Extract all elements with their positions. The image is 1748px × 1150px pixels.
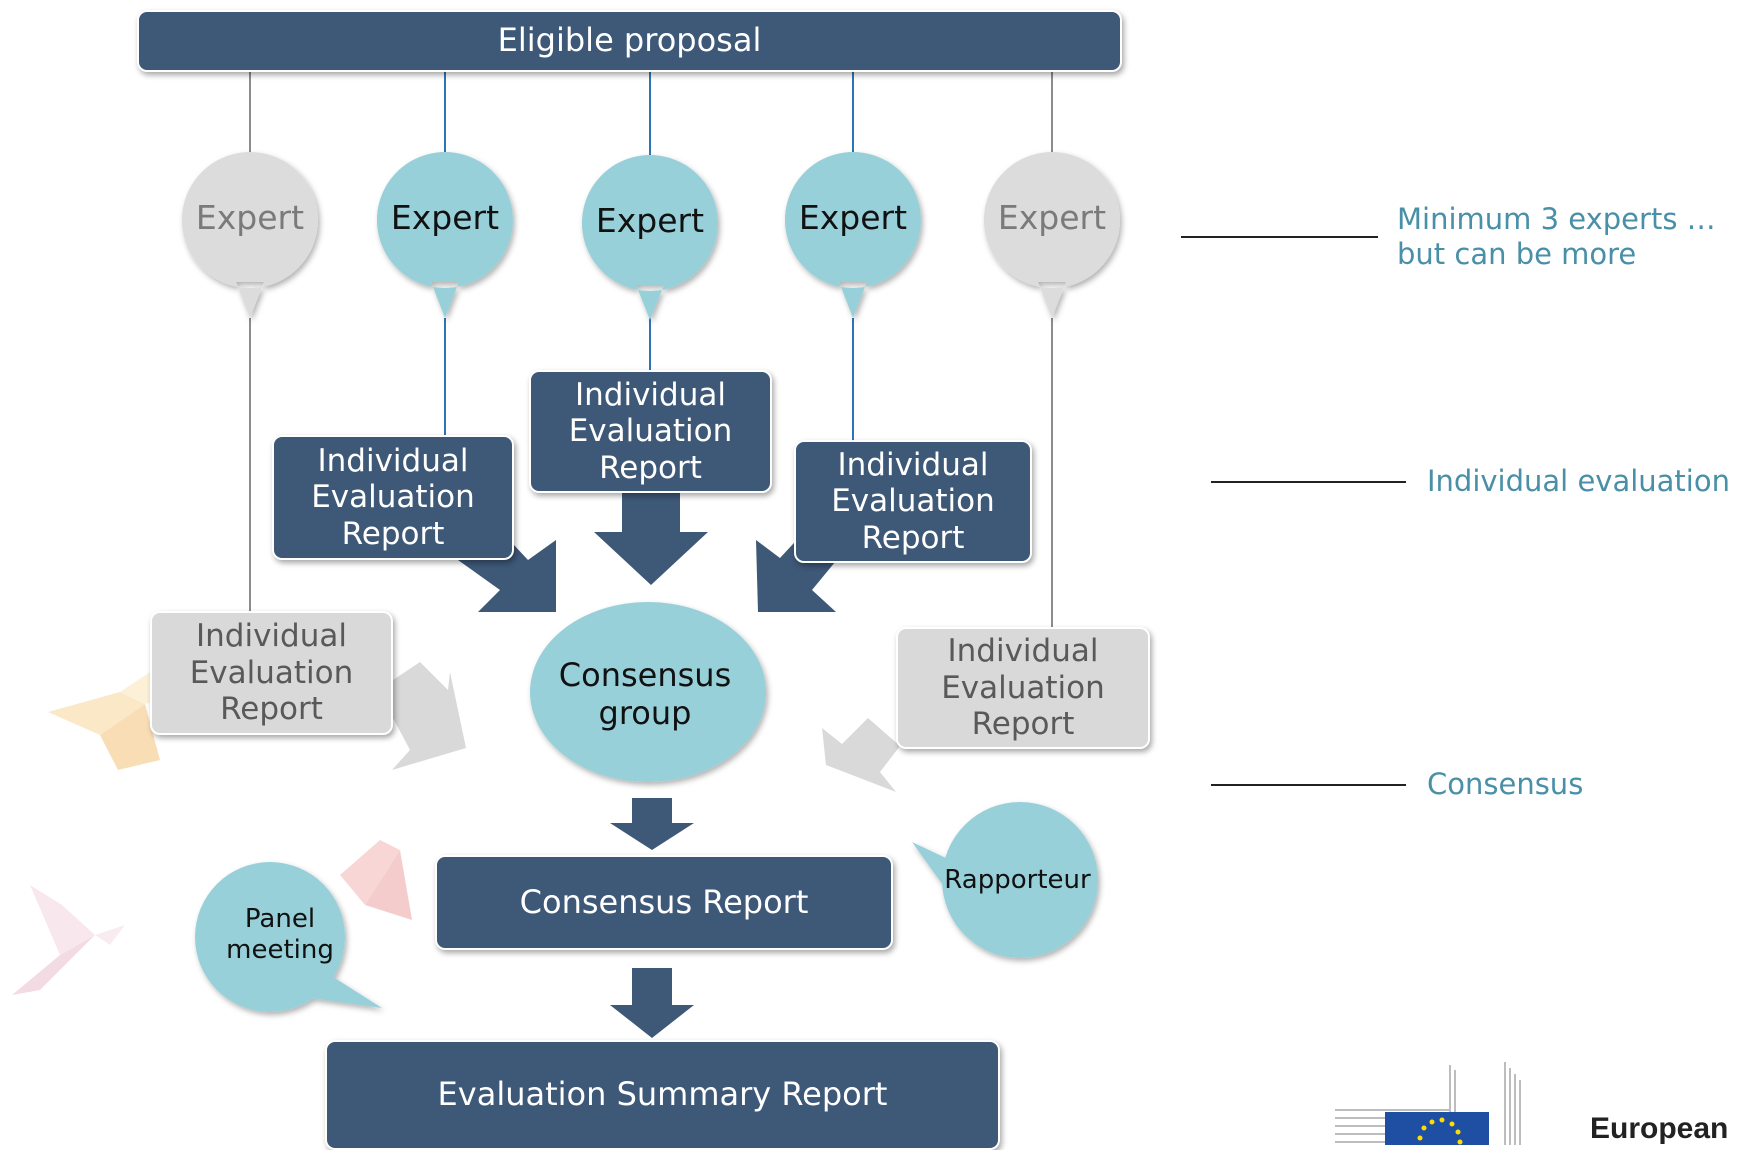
decorative-bird-pink [12, 885, 125, 995]
side-rule-individual [1211, 481, 1406, 483]
consensus-report-box: Consensus Report [435, 855, 893, 950]
individual-report-label: Individual Evaluation Report [831, 446, 995, 556]
decorative-bird-red [340, 840, 412, 920]
logo-text: European [1590, 1112, 1728, 1146]
expert-text: Expert [195, 197, 305, 237]
eligible-proposal-box: Eligible proposal [137, 10, 1122, 72]
individual-report-label: Individual Evaluation Report [311, 442, 475, 552]
connector-lines [249, 70, 1053, 628]
side-rule-consensus [1211, 784, 1406, 786]
individual-report-center: Individual Evaluation Report [529, 370, 772, 493]
european-commission-logo [1335, 1062, 1521, 1145]
individual-report-label: Individual Evaluation Report [941, 633, 1105, 743]
rapporteur-label: Rapporteur [930, 860, 1105, 900]
expert-label-2: Expert [377, 180, 513, 256]
expert-label-5: Expert [984, 180, 1120, 256]
individual-report-label: Individual Evaluation Report [568, 376, 733, 486]
consensus-report-label: Consensus Report [519, 882, 809, 921]
expert-label-1: Expert [182, 180, 318, 256]
expert-text: Expert [390, 197, 500, 237]
rapporteur-text: Rapporteur [944, 864, 1091, 895]
summary-report-label: Evaluation Summary Report [437, 1075, 888, 1114]
side-label-experts-text: Minimum 3 experts … but can be more [1397, 202, 1716, 271]
decorative-bird-yellow [48, 672, 160, 770]
logo-text-span: European [1590, 1112, 1729, 1145]
eligible-proposal-label: Eligible proposal [497, 21, 762, 60]
individual-report-grey-left: Individual Evaluation Report [150, 611, 393, 735]
consensus-group-label: Consensus group [540, 640, 750, 750]
arrows-down [610, 798, 694, 1038]
side-label-experts: Minimum 3 experts … but can be more [1397, 202, 1727, 272]
individual-report-right: Individual Evaluation Report [794, 440, 1032, 563]
individual-report-left: Individual Evaluation Report [272, 435, 514, 560]
side-label-individual: Individual evaluation [1427, 464, 1747, 499]
panel-meeting-label: Panel meeting [210, 895, 350, 975]
evaluation-summary-report-box: Evaluation Summary Report [325, 1040, 1000, 1150]
individual-report-grey-right: Individual Evaluation Report [896, 627, 1150, 749]
consensus-group-bubble [530, 602, 766, 782]
expert-text: Expert [997, 197, 1107, 237]
expert-label-4: Expert [785, 180, 921, 256]
panel-meeting-bubble [195, 862, 382, 1012]
side-rule-experts [1181, 236, 1378, 238]
side-label-individual-text: Individual evaluation [1427, 464, 1730, 498]
expert-bubbles [181, 152, 1120, 320]
panel-meeting-text: Panel meeting [226, 904, 334, 965]
expert-text: Expert [595, 200, 705, 240]
side-label-consensus-text: Consensus [1427, 767, 1584, 801]
consensus-group-text: Consensus group [558, 656, 732, 732]
expert-label-3: Expert [582, 183, 718, 259]
side-label-consensus: Consensus [1427, 767, 1727, 802]
rapporteur-bubble [912, 802, 1098, 958]
expert-text: Expert [798, 197, 908, 237]
individual-report-label: Individual Evaluation Report [189, 618, 354, 728]
